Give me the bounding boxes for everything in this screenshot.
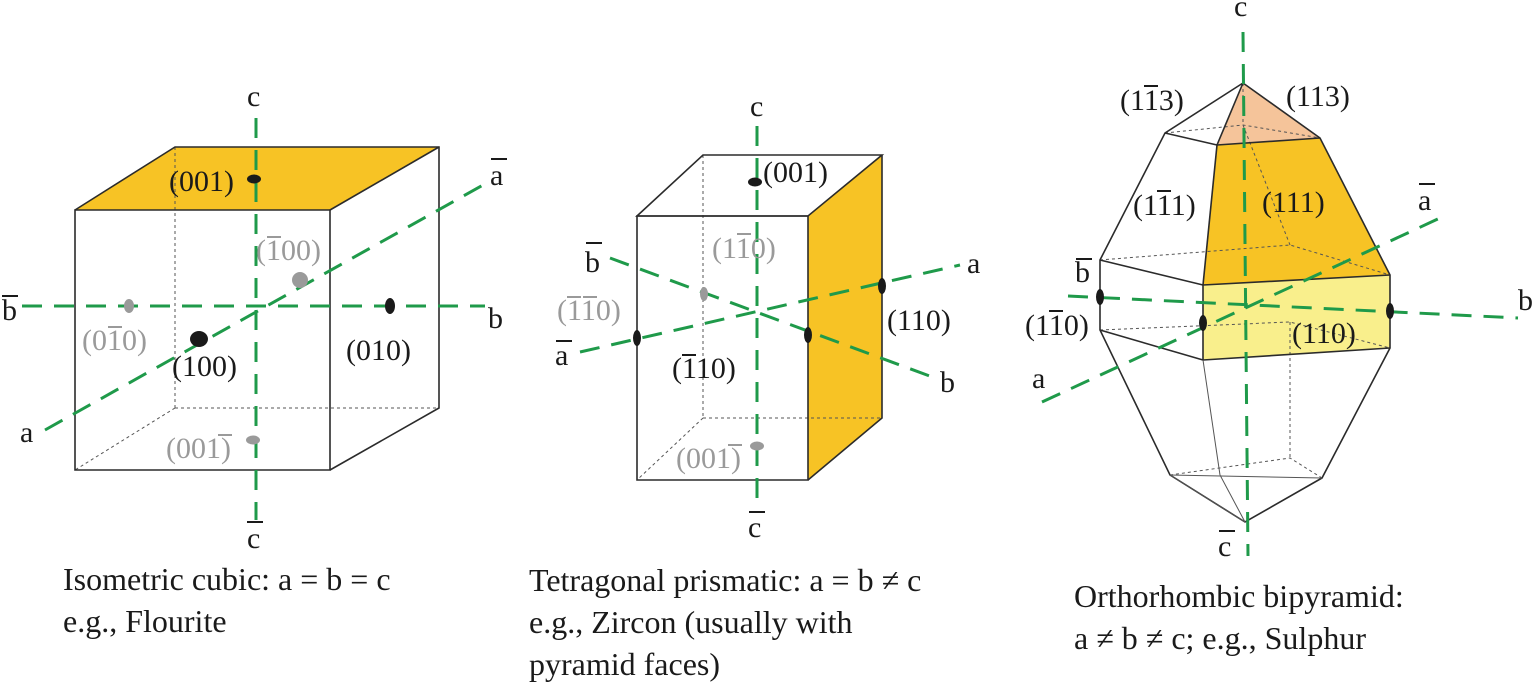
ortho-label-b: b [1518,284,1533,317]
ortho-label-a: a [1032,362,1045,395]
ortho-face-label-113: (113) [1286,80,1350,113]
tetragonal-right-face-110 [808,155,882,480]
ortho-a-axis [1041,216,1441,404]
cubic-face-00bar1: (001) [166,432,231,465]
tetragonal-panel: c c a a b b (001) (110) (110) (110) (110… [529,90,980,682]
ortho-caption-line2: a ≠ b ≠ c; e.g., Sulphur [1074,620,1366,656]
ortho-label-b-bar: b [1075,256,1090,289]
cubic-dot-00bar1 [246,435,260,445]
tetragonal-face-110: (110) [887,304,951,337]
cubic-label-b: b [488,302,503,335]
ortho-c-axis [1241,31,1250,557]
tetragonal-dot-bar1bar10 [700,287,708,301]
tetragonal-dot-bar110 [633,330,641,346]
ortho-face-label-111: (111) [1262,186,1325,219]
tetragonal-a-axis [579,263,961,354]
ortho-label-c: c [1234,0,1247,23]
cubic-face-100: (100) [172,350,237,383]
cubic-caption-line1: Isometric cubic: a = b = c [63,561,391,597]
cubic-dot-bar100 [292,272,308,288]
tetragonal-face-1bar10: (110) [712,232,776,265]
cubic-label-a: a [20,416,33,449]
cubic-dot-100 [190,331,208,347]
cubic-face-bar100: (100) [256,234,321,267]
tetragonal-label-b-bar: b [585,246,600,279]
cubic-dot-0bar10 [124,299,134,313]
ortho-dot-110-right [1386,303,1394,319]
tetragonal-dot-00bar1 [750,441,764,451]
cubic-label-b-bar: b [2,294,17,327]
cubic-a-axis [44,183,484,432]
ortho-dot-1bar10 [1096,289,1104,305]
tetragonal-label-c: c [750,90,763,123]
ortho-label-c-bar: c [1218,530,1231,563]
tetragonal-face-00bar1: (001) [676,442,741,475]
orthorhombic-panel: c c a a b b (113) (113) (111) (111) (110… [1025,0,1533,656]
ortho-face-label-1bar10: (110) [1025,309,1089,342]
cubic-label-c-bar: c [247,522,260,555]
tetragonal-label-a-bar: a [555,339,568,372]
cubic-dot-010 [385,298,395,314]
cubic-caption-line2: e.g., Flourite [63,603,227,639]
ortho-face-label-1bar13: (113) [1120,84,1184,117]
ortho-face-label-1bar11: (111) [1133,189,1196,222]
ortho-face-110 [1203,275,1390,360]
ortho-label-a-bar: a [1418,184,1431,217]
ortho-b-axis [1067,294,1519,320]
tetragonal-caption-line3: pyramid faces) [529,646,720,682]
tetragonal-b-axis [609,256,936,380]
cubic-face-001: (001) [169,165,234,198]
cubic-label-c: c [247,80,260,113]
cubic-dot-001 [247,174,261,184]
ortho-caption-line1: Orthorhombic bipyramid: [1074,578,1404,614]
ortho-dot-110-left [1199,315,1207,331]
tetragonal-face-001: (001) [763,156,828,189]
tetragonal-face-bar1bar10: (110) [557,294,621,327]
tetragonal-face-bar110: (110) [672,352,736,385]
tetragonal-label-c-bar: c [748,511,761,544]
tetragonal-caption-line1: Tetragonal prismatic: a = b ≠ c [529,562,921,598]
cubic-label-a-bar: a [490,159,503,192]
tetragonal-caption-line2: e.g., Zircon (usually with [529,604,852,640]
cubic-face-010: (010) [346,334,411,367]
tetragonal-dot-001 [748,177,762,187]
ortho-face-label-110: (110) [1292,317,1356,350]
cubic-panel: c c a a b b (001) (100) (010) (100) (010… [2,80,507,639]
tetragonal-dot-110 [878,278,886,294]
tetragonal-label-b: b [940,366,955,399]
tetragonal-label-a: a [967,247,980,280]
tetragonal-dot-1bar10 [804,327,812,343]
cubic-face-0bar10: (010) [82,324,147,357]
